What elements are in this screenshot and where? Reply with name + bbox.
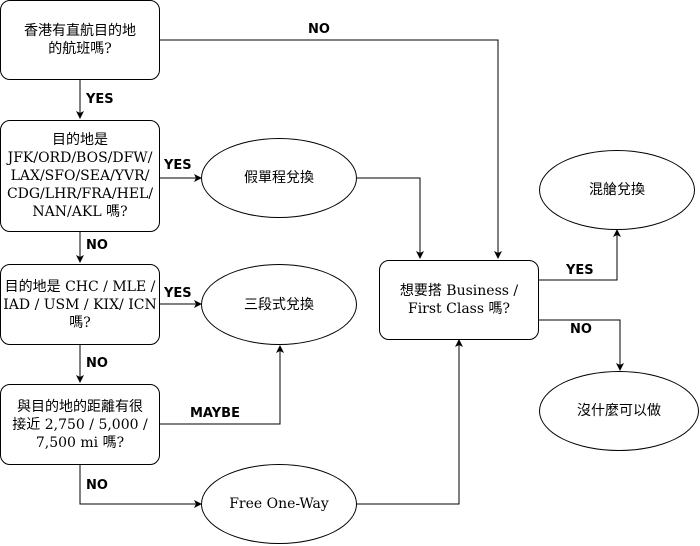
label-list2-no: NO [86,356,108,371]
node-destination-list: 目的地是 JFK/ORD/BOS/DFW/ LAX/SFO/SEA/YVR/ C… [0,120,160,232]
label-dist-maybe: MAYBE [190,406,240,421]
label-business-no: NO [570,322,592,337]
edge-fake-business [357,177,424,259]
label-list-yes: YES [164,158,192,173]
node-three-segment: 三段式兌換 [201,264,357,345]
node-fake-single: 假單程兌換 [201,138,357,218]
node-mixed-cabin: 混艙兌換 [539,150,695,230]
node-direct-flight: 香港有直航目的地 的航班嗎? [0,0,160,80]
label-direct-yes: YES [86,92,114,107]
node-free-one-way: Free One-Way [201,464,357,544]
node-distance: 與目的地的距離有很 接近 2,750 / 5,000 / 7,500 mi 嗎? [0,384,160,465]
label-list-no: NO [86,238,108,253]
node-want-business: 想要搭 Business / First Class 嗎? [379,260,539,340]
node-destination-list-2: 目的地是 CHC / MLE / IAD / USM / KIX/ ICN 嗎? [0,264,160,345]
edge-business-yes [539,229,621,281]
label-direct-no: NO [308,22,330,37]
edge-dist-maybe [160,345,284,425]
edge-business-no [539,319,624,371]
edge-direct-no [160,39,502,259]
edge-dist-no [79,465,202,508]
edge-free-business [357,339,463,505]
label-dist-no: NO [86,478,108,493]
label-business-yes: YES [566,263,594,278]
label-list2-yes: YES [164,286,192,301]
node-nothing: 沒什麼可以做 [539,371,699,451]
